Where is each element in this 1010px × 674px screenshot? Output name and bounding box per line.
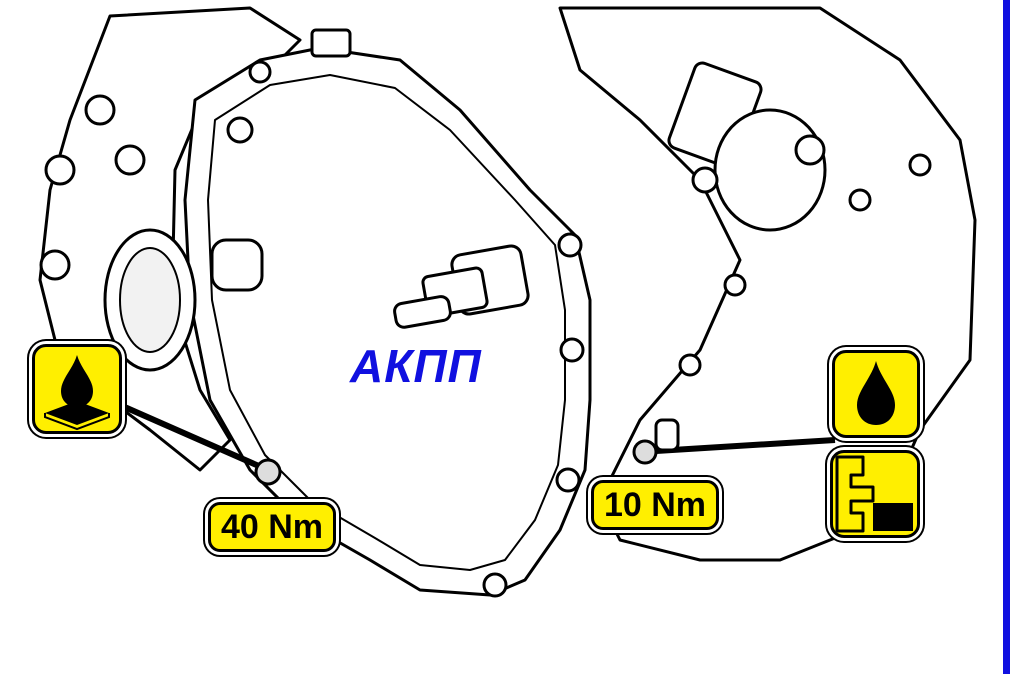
rear-boss-4 <box>678 353 702 377</box>
fill-plug <box>632 439 658 465</box>
top-boss <box>310 28 352 58</box>
bell-housing <box>183 46 592 597</box>
switch-terminal-2 <box>794 134 826 166</box>
oil-level-plug-icon <box>830 450 920 538</box>
switch-terminal-1 <box>691 166 719 194</box>
rear-boss-3 <box>723 273 747 297</box>
side-port-bore <box>119 247 181 353</box>
input-shaft-tip <box>393 295 452 329</box>
flange-bolt-5 <box>482 572 508 598</box>
oil-drop-icon <box>832 350 920 438</box>
fill-plug-torque-label: 10 Nm <box>591 480 719 530</box>
fill-plug-callout <box>632 418 836 465</box>
rear-boss-1 <box>848 188 872 212</box>
flange-bolt-2 <box>557 232 583 258</box>
diagram-title: АКПП <box>350 340 482 392</box>
left-rib-boss-4 <box>39 249 71 281</box>
flange-bolt-6 <box>248 60 272 84</box>
switch-housing <box>713 108 827 232</box>
fill-plug-stud <box>654 418 680 452</box>
flange-bolt-3 <box>559 337 585 363</box>
left-rib-boss-2 <box>114 144 146 176</box>
left-rib-boss-1 <box>84 94 116 126</box>
flange-bolt-4 <box>555 467 581 493</box>
left-rib-boss-3 <box>44 154 76 186</box>
rear-boss-2 <box>908 153 932 177</box>
oil-drain-pan-icon <box>32 344 122 434</box>
drain-plug <box>254 458 282 486</box>
flange-bolt-1 <box>226 116 254 144</box>
right-border-rule <box>1003 0 1010 674</box>
drain-plug-torque-label: 40 Nm <box>208 502 336 552</box>
bell-inner-contour <box>207 74 566 571</box>
drain-plug-callout <box>118 402 282 486</box>
side-stub <box>210 238 264 292</box>
